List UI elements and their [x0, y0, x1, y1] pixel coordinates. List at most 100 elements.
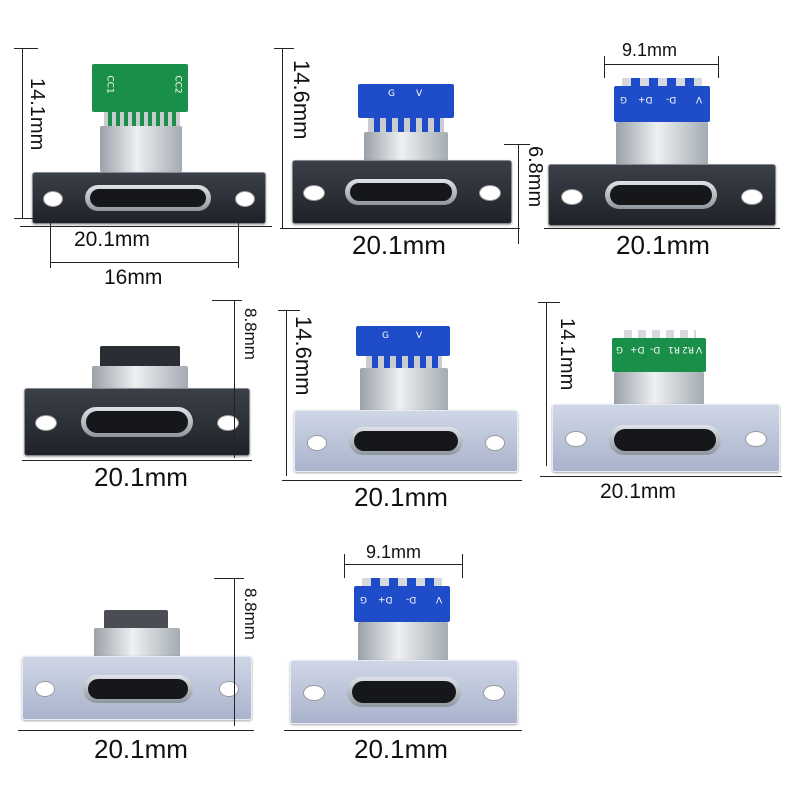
usb-c-port — [83, 675, 193, 703]
dim-tick — [718, 56, 719, 78]
pcb-label-cc2: CC2 — [172, 75, 183, 94]
pcb-label-dplus: D+ — [378, 594, 393, 604]
mounting-hole-right — [479, 185, 501, 201]
mounting-plate — [548, 164, 776, 226]
mounting-plate — [32, 172, 266, 224]
pin-pad — [624, 330, 696, 340]
pin-pad — [622, 78, 702, 88]
pcb-label-dminus: D- — [666, 94, 677, 104]
metal-shell — [94, 628, 180, 660]
mounting-hole-right — [745, 431, 767, 447]
dim-line-height — [234, 300, 235, 458]
dim-tick — [212, 300, 242, 301]
dim-line-height — [546, 302, 547, 466]
dim-tick — [214, 578, 244, 579]
usb-c-port — [85, 185, 211, 211]
pcb-label-r2: R2 — [682, 344, 694, 354]
dim-line-width — [544, 228, 780, 229]
pin-pad — [104, 112, 180, 126]
mounting-hole-right — [217, 415, 239, 431]
pcb-label-v: V — [416, 89, 423, 99]
metal-shell — [614, 372, 704, 406]
mounting-plate — [294, 410, 518, 472]
mounting-hole-left — [303, 185, 325, 201]
usb-c-port — [81, 407, 193, 437]
pin-pad — [366, 356, 442, 368]
mounting-plate — [290, 660, 518, 724]
pcb-board-green: CC1 CC2 — [92, 64, 188, 112]
dim-tick — [344, 554, 345, 578]
dim-width-label: 20.1mm — [354, 482, 448, 512]
connector-housing — [100, 346, 180, 368]
dim-tick — [14, 218, 38, 219]
pcb-label-dminus: D- — [406, 594, 417, 604]
dim-height-label: 14.6mm — [291, 316, 316, 396]
mounting-hole-right — [219, 681, 239, 697]
dim-line-hole-spacing — [50, 262, 238, 263]
mounting-hole-left — [43, 191, 63, 207]
pcb-label-cc1: CC1 — [104, 75, 115, 94]
dim-tick — [462, 554, 463, 578]
dim-line-width — [284, 730, 522, 731]
dim-line-width — [282, 480, 522, 481]
dim-width-label: 20.1mm — [352, 230, 446, 260]
dim-tick — [278, 310, 300, 311]
usb-c-port — [345, 179, 457, 205]
usb-c-port — [349, 427, 463, 455]
pcb-label-g: G — [620, 94, 627, 104]
mounting-plate — [24, 388, 250, 456]
dim-height-label: 14.1mm — [556, 318, 578, 391]
dim-tick — [14, 48, 38, 49]
dim-line-depth — [518, 144, 519, 244]
dim-line-height — [234, 578, 235, 726]
usb-c-port — [605, 181, 717, 209]
dim-tick — [50, 222, 51, 268]
dim-line-width — [540, 476, 782, 477]
dim-width-label: 20.1mm — [74, 228, 150, 251]
pcb-board-blue: G D+ D- V — [614, 86, 710, 122]
pcb-label-dplus: D+ — [638, 94, 653, 104]
dim-width-label: 20.1mm — [94, 734, 188, 764]
mounting-hole-right — [483, 685, 505, 701]
pcb-board-green: G D+ D- R1 R2 V — [612, 338, 706, 372]
pcb-board-blue: G V — [356, 326, 450, 356]
dim-pin-width-label: 9.1mm — [622, 40, 678, 60]
pcb-board-blue: G V — [358, 84, 454, 118]
mounting-hole-right — [235, 191, 255, 207]
pcb-board-blue: G D+ D- V — [354, 586, 450, 622]
usb-c-port — [609, 425, 721, 455]
mounting-hole-right — [741, 189, 763, 205]
dim-tick — [538, 302, 560, 303]
mounting-hole-left — [35, 415, 57, 431]
dim-height-label: 14.6mm — [289, 60, 314, 140]
dim-line-height — [282, 48, 283, 228]
mounting-hole-right — [485, 435, 505, 451]
pin-pad — [362, 578, 442, 588]
dim-line-pin-width — [604, 64, 718, 65]
dim-line-height — [286, 310, 287, 476]
pcb-label-v: V — [436, 594, 443, 604]
dim-line-width — [18, 730, 254, 731]
pin-pad — [368, 118, 444, 132]
pcb-label-g: G — [360, 594, 367, 604]
metal-shell — [358, 622, 448, 664]
dim-tick — [274, 48, 294, 49]
metal-shell — [616, 122, 708, 168]
pcb-label-dplus: D+ — [630, 344, 645, 354]
pcb-label-g: G — [388, 89, 395, 99]
dim-line-height — [22, 48, 23, 218]
mounting-plate — [292, 160, 512, 224]
mounting-hole-left — [565, 431, 587, 447]
metal-shell — [100, 126, 182, 172]
mounting-hole-left — [35, 681, 55, 697]
mounting-plate — [22, 656, 252, 720]
pcb-label-dminus: D- — [650, 344, 661, 354]
mounting-plate — [552, 404, 780, 472]
dim-height-label: 8.8mm — [241, 588, 260, 640]
metal-shell — [92, 366, 188, 390]
dim-height-label: 8.8mm — [241, 308, 260, 360]
dim-width-label: 20.1mm — [600, 480, 676, 503]
dim-pin-width-label: 9.1mm — [366, 542, 422, 562]
dim-height-label: 14.1mm — [26, 78, 48, 151]
pcb-label-g: G — [382, 331, 389, 341]
